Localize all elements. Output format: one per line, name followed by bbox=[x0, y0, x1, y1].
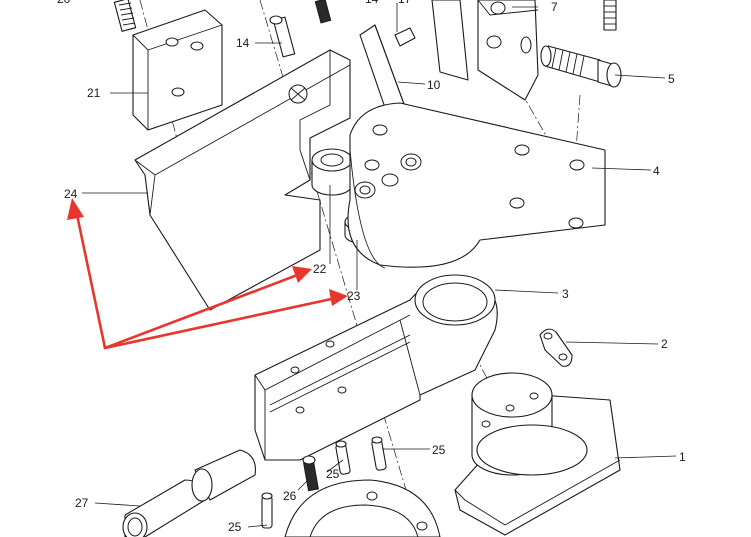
part-20-stud bbox=[113, 0, 137, 32]
callout-labels: 20 21 24 14 14 17 7 10 5 4 22 23 3 2 1 2… bbox=[57, 0, 686, 534]
part-2-link bbox=[539, 328, 573, 367]
callout-22: 22 bbox=[313, 262, 327, 276]
leader-lines bbox=[82, 3, 677, 528]
callout-21: 21 bbox=[87, 86, 101, 100]
part-24-block bbox=[134, 49, 351, 311]
callout-24: 24 bbox=[64, 187, 78, 201]
part-21-plate bbox=[132, 9, 223, 131]
callout-20: 20 bbox=[57, 0, 71, 6]
callout-25-mid: 25 bbox=[326, 467, 340, 481]
part-14b-screw bbox=[314, 0, 332, 24]
arrow-to-23 bbox=[103, 296, 338, 350]
arrowhead-23 bbox=[329, 289, 348, 306]
callout-25-left: 25 bbox=[228, 520, 242, 534]
callout-1: 1 bbox=[679, 450, 686, 464]
part-3-arm bbox=[254, 274, 498, 461]
part-7-block-right bbox=[477, 0, 539, 101]
part-4-plate bbox=[347, 102, 606, 269]
arrowhead-22 bbox=[292, 266, 312, 283]
part-stud-top-right bbox=[603, 0, 617, 31]
callout-4: 4 bbox=[653, 164, 660, 178]
callout-10: 10 bbox=[427, 78, 441, 92]
part-25-pin-a bbox=[371, 436, 387, 471]
clamp-ring bbox=[284, 479, 441, 537]
part-25-pin-b bbox=[335, 440, 351, 475]
arrow-to-22 bbox=[103, 272, 302, 350]
part-22-bushing bbox=[311, 148, 353, 196]
part-1-base bbox=[454, 372, 621, 536]
part-27-sleeve bbox=[122, 449, 256, 537]
part-17-key bbox=[394, 27, 416, 47]
callout-7: 7 bbox=[551, 0, 558, 14]
arrow-to-24 bbox=[74, 208, 107, 350]
part-14-screw bbox=[269, 15, 296, 58]
callout-5: 5 bbox=[668, 72, 675, 86]
callout-14-top: 14 bbox=[365, 0, 379, 6]
part-25-pin-c bbox=[261, 492, 273, 529]
callout-17: 17 bbox=[398, 0, 412, 6]
annotation-arrows bbox=[67, 198, 348, 350]
callout-23: 23 bbox=[347, 289, 361, 303]
callout-3: 3 bbox=[562, 287, 569, 301]
part-26-screw bbox=[302, 455, 319, 492]
part-7-block-left bbox=[431, 0, 469, 81]
callout-25-right: 25 bbox=[432, 443, 446, 457]
callout-14: 14 bbox=[236, 36, 250, 50]
part-5-plunger bbox=[540, 45, 622, 88]
callout-26: 26 bbox=[283, 489, 297, 503]
arrowhead-24 bbox=[67, 198, 84, 220]
callout-27: 27 bbox=[75, 496, 89, 510]
callout-2: 2 bbox=[661, 337, 668, 351]
